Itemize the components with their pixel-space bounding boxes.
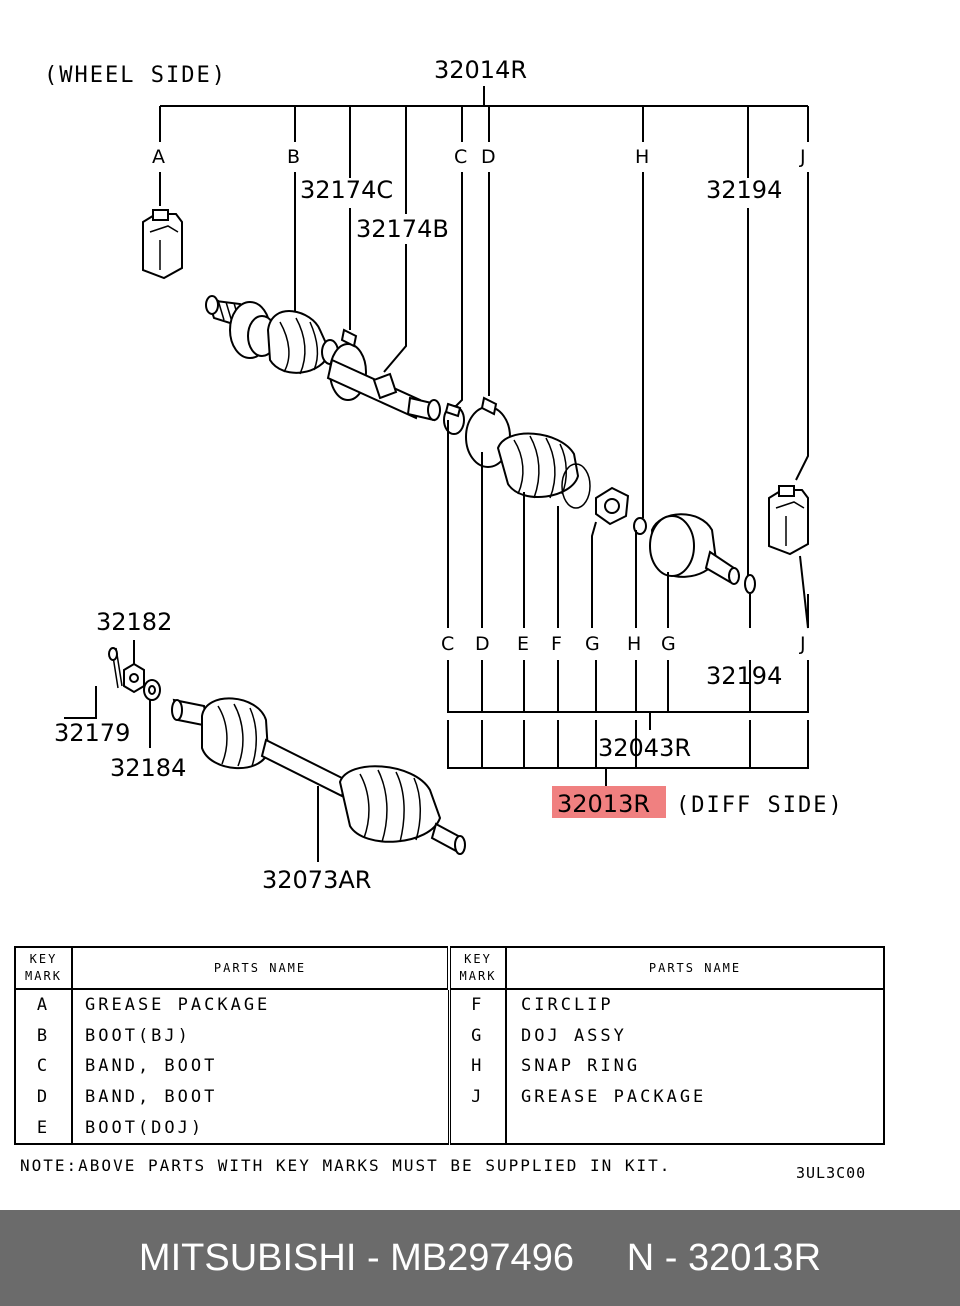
key-mark-bottom-c: C xyxy=(441,633,454,655)
key-cell: H xyxy=(447,1051,507,1082)
complete-driveshaft-drawing xyxy=(171,697,466,855)
table-row: D BAND, BOOT J GREASE PACKAGE xyxy=(15,1081,884,1113)
callout-32194-bottom: 32194 xyxy=(706,662,782,690)
footer-part-info: MITSUBISHI - MB297496 N - 32013R xyxy=(138,1236,822,1279)
header-parts-name: PARTS NAME xyxy=(71,946,450,990)
washer-icon xyxy=(143,679,161,701)
key-mark-top-h: H xyxy=(635,146,649,168)
callout-32174C: 32174C xyxy=(300,176,393,204)
header-parts-name-2: PARTS NAME xyxy=(505,946,885,990)
exploded-driveshaft-drawing xyxy=(205,295,756,594)
callout-32194-top: 32194 xyxy=(706,176,782,204)
key-cell: G xyxy=(447,1020,507,1052)
name-cell: SNAP RING xyxy=(521,1056,641,1077)
callout-32014R: 32014R xyxy=(434,56,527,84)
callout-32013R: 32013R xyxy=(557,790,650,818)
table-row: E BOOT(DOJ) xyxy=(15,1112,884,1144)
name-cell xyxy=(506,1112,884,1144)
key-mark-bottom-f: F xyxy=(551,633,562,655)
key-cell: E xyxy=(15,1112,73,1144)
grease-package-j-icon xyxy=(768,485,809,556)
wheel-side-label: (WHEEL SIDE) xyxy=(44,63,227,88)
key-cell xyxy=(447,1112,507,1144)
key-mark-bottom-d: D xyxy=(475,633,490,655)
name-cell: GREASE PACKAGE xyxy=(521,1087,707,1108)
key-mark-top-d: D xyxy=(481,146,496,168)
footer-bar: MITSUBISHI - MB297496 N - 32013R xyxy=(0,1210,960,1306)
key-cell: B xyxy=(15,1020,73,1052)
name-cell: DOJ ASSY xyxy=(521,1025,627,1046)
callout-32174B: 32174B xyxy=(356,215,449,243)
callout-32013R-highlight xyxy=(552,786,666,818)
grease-package-a-icon xyxy=(142,209,183,280)
key-mark-bottom-e: E xyxy=(517,633,529,655)
cotter-pin-icon xyxy=(108,647,123,689)
key-cell: A xyxy=(15,989,73,1021)
key-mark-top-j: J xyxy=(799,146,806,168)
key-cell: F xyxy=(447,989,507,1021)
table-row: A GREASE PACKAGE F CIRCLIP xyxy=(15,989,884,1021)
name-cell: GREASE PACKAGE xyxy=(72,989,450,1021)
key-mark-top-b: B xyxy=(287,146,300,168)
key-mark-top-a: A xyxy=(152,146,165,168)
callout-32073AR: 32073AR xyxy=(262,866,371,894)
castle-nut-icon xyxy=(123,662,145,694)
name-cell: BAND, BOOT xyxy=(72,1081,450,1113)
callout-32179: 32179 xyxy=(54,719,130,747)
key-mark-bottom-g: G xyxy=(585,633,600,655)
name-cell: CIRCLIP xyxy=(521,995,614,1016)
name-cell: BAND, BOOT xyxy=(72,1051,450,1082)
key-cell: D xyxy=(15,1081,73,1113)
callout-32043R: 32043R xyxy=(598,734,691,762)
kit-note: NOTE:ABOVE PARTS WITH KEY MARKS MUST BE … xyxy=(20,1156,672,1175)
callout-32182: 32182 xyxy=(96,608,172,636)
drawing-code: 3UL3C00 xyxy=(796,1164,867,1182)
name-cell: BOOT(DOJ) xyxy=(72,1112,450,1144)
parts-diagram: (WHEEL SIDE) 32014R A B C D H J 32174C 3… xyxy=(44,56,844,894)
key-mark-bottom-j: J xyxy=(799,633,806,655)
name-cell: BOOT(BJ) xyxy=(72,1020,450,1052)
key-cell: J xyxy=(447,1081,507,1113)
key-mark-bottom-g2: G xyxy=(661,633,676,655)
callout-32184: 32184 xyxy=(110,754,186,782)
key-cell: C xyxy=(15,1051,73,1082)
table-row: C BAND, BOOT H SNAP RING xyxy=(15,1051,884,1082)
table-row: B BOOT(BJ) G DOJ ASSY xyxy=(15,1020,884,1052)
key-mark-top-c: C xyxy=(454,146,467,168)
key-mark-bottom-h: H xyxy=(627,633,641,655)
diff-side-label: (DIFF SIDE) xyxy=(676,793,844,818)
